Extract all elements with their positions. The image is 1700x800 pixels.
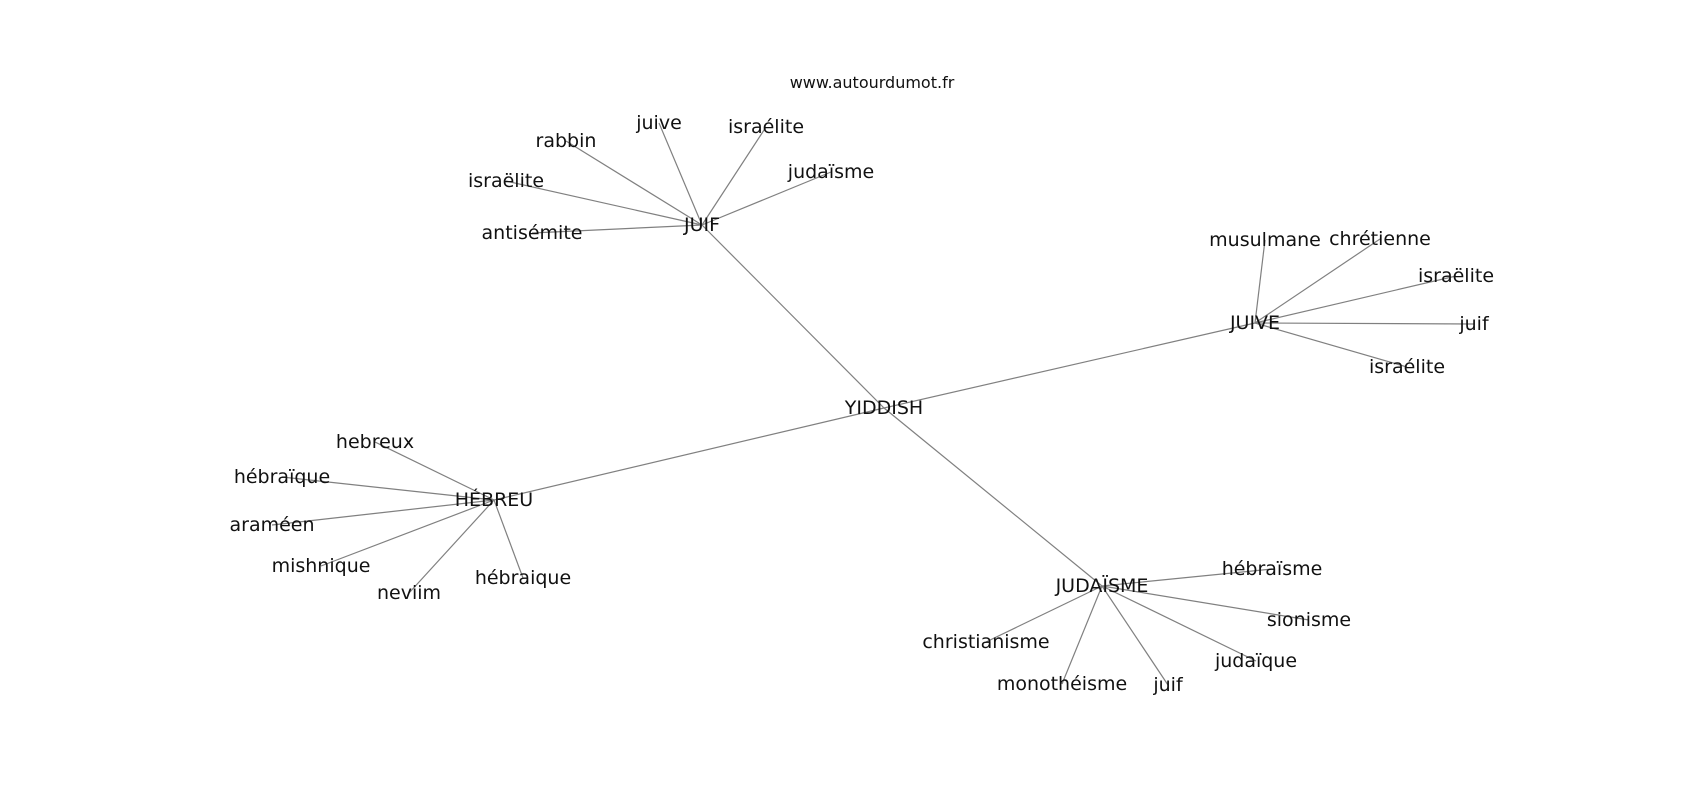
node-label-juive_israelite[interactable]: israélite — [1369, 356, 1445, 378]
node-label-hebreu_hebreux[interactable]: hebreux — [336, 431, 414, 453]
edge-judaisme-jud_judaique — [1101, 585, 1257, 662]
edge-yiddish-juive — [883, 322, 1256, 409]
edge-juif-juif_juive — [658, 122, 703, 226]
edge-juive-juive_juif — [1254, 322, 1475, 325]
node-label-juive[interactable]: JUIVE — [1229, 312, 1280, 334]
edge-judaisme-jud_monotheisme — [1061, 585, 1103, 685]
edge-juive-juive_israelite2 — [1254, 275, 1457, 324]
edge-juive-juive_musulmane — [1254, 239, 1266, 324]
node-label-jud_monotheisme[interactable]: monothéisme — [997, 673, 1127, 695]
edge-yiddish-hebreu — [493, 407, 885, 501]
edge-hebreu-hebreu_hebreux — [374, 441, 495, 501]
edge-hebreu-hebreu_neviim — [408, 499, 495, 594]
node-label-hebreu_hebraique2[interactable]: hébraique — [475, 567, 571, 589]
edge-juive-juive_israelite — [1254, 322, 1408, 368]
node-label-juive_israelite2[interactable]: israëlite — [1418, 265, 1494, 287]
edge-judaisme-jud_sionisme — [1101, 585, 1310, 621]
node-label-hebreu_arameen[interactable]: araméen — [229, 514, 314, 536]
edge-hebreu-hebreu_mishnique — [320, 499, 495, 567]
node-label-juif_israelite2[interactable]: israëlite — [468, 170, 544, 192]
node-label-juive_musulmane[interactable]: musulmane — [1209, 229, 1321, 251]
edge-juif-juif_judaisme — [701, 171, 832, 226]
edge-juif-juif_israelite2 — [505, 180, 703, 226]
node-label-hebreu[interactable]: HÉBREU — [455, 488, 533, 511]
node-label-hebreu_neviim[interactable]: neviim — [377, 582, 441, 604]
edge-judaisme-jud_hebraisme — [1101, 568, 1273, 587]
node-label-hebreu_hebraique[interactable]: hébraïque — [234, 466, 330, 488]
node-label-hebreu_mishnique[interactable]: mishnique — [272, 555, 371, 577]
source-url: www.autourdumot.fr — [790, 73, 955, 92]
edge-juive-juive_chretienne — [1254, 238, 1381, 324]
node-label-juif_israelite[interactable]: israélite — [728, 116, 804, 138]
edge-juif-juif_rabbin — [565, 140, 703, 226]
node-label-yiddish[interactable]: YIDDISH — [844, 397, 923, 419]
node-label-juif_judaisme[interactable]: judaïsme — [787, 161, 874, 183]
edge-hebreu-hebreu_arameen — [271, 499, 495, 526]
node-label-juive_chretienne[interactable]: chrétienne — [1329, 228, 1431, 250]
node-label-jud_christianisme[interactable]: christianisme — [922, 631, 1049, 653]
node-label-juif_juive[interactable]: juive — [635, 112, 682, 134]
node-label-jud_judaique[interactable]: judaïque — [1214, 650, 1297, 672]
node-label-judaisme[interactable]: JUDAÏSME — [1055, 574, 1149, 597]
node-label-juif_antisemite[interactable]: antisémite — [482, 222, 583, 244]
node-label-juif[interactable]: JUIF — [683, 214, 720, 236]
edge-yiddish-judaisme — [883, 407, 1103, 587]
edge-juif-juif_israelite — [701, 126, 767, 226]
edge-yiddish-juif — [701, 224, 885, 409]
edge-hebreu-hebreu_hebraique — [281, 476, 495, 501]
node-layer: YIDDISH JUIF JUIVE HÉBREU JUDAÏSME rabbin juiv… — [229, 112, 1494, 696]
edge-juif-juif_antisemite — [531, 224, 703, 234]
edge-judaisme-jud_juif — [1101, 585, 1169, 686]
node-label-jud_hebraisme[interactable]: hébraïsme — [1222, 558, 1323, 580]
edge-layer — [271, 122, 1475, 686]
edge-judaisme-jud_christianisme — [985, 585, 1103, 643]
node-label-juif_rabbin[interactable]: rabbin — [536, 130, 597, 152]
node-label-jud_sionisme[interactable]: sionisme — [1267, 609, 1351, 631]
edge-hebreu-hebreu_hebraique2 — [493, 499, 524, 579]
node-label-jud_juif[interactable]: juif — [1152, 674, 1184, 696]
node-label-juive_juif[interactable]: juif — [1458, 313, 1490, 335]
